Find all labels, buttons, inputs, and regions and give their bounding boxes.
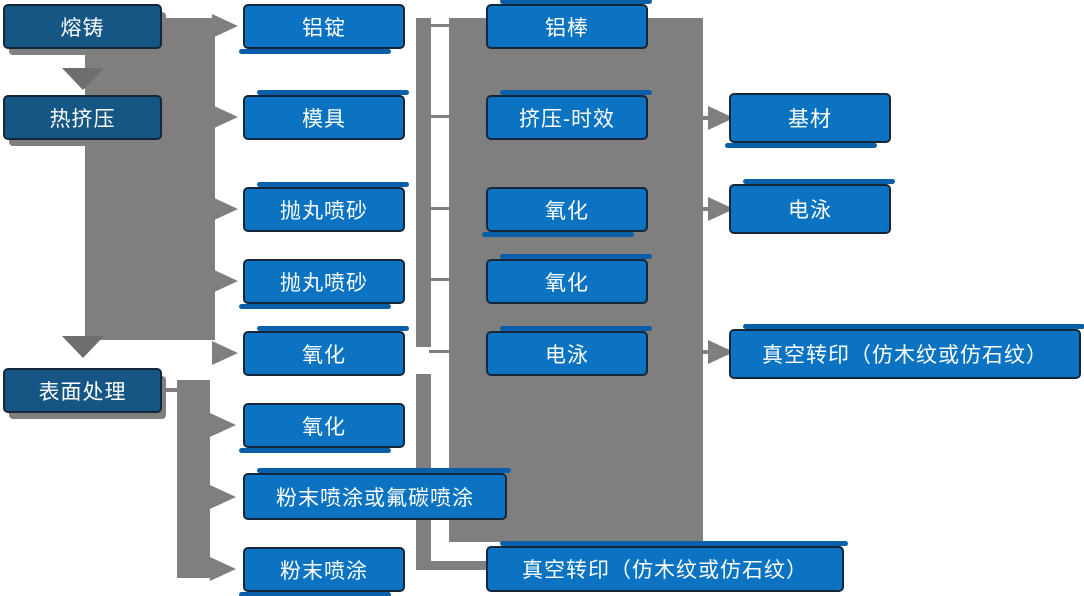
node-vacuum-transfer-right: 真空转印（仿木纹或仿石纹） [729, 324, 1084, 379]
node-oxidation-4: 氧化 [486, 254, 652, 304]
connector-tick-bottom [431, 561, 487, 570]
connector-stub [703, 116, 710, 120]
connector-tick [429, 350, 451, 353]
node-mold: 模具 [243, 90, 409, 140]
node-hot-extrusion: 热挤压 [3, 95, 162, 140]
connector-tick [429, 278, 451, 281]
node-extrusion-aging: 挤压-时效 [486, 90, 652, 140]
right-arrow-icon [210, 485, 236, 509]
right-arrow-icon [212, 14, 238, 38]
down-arrow-icon [62, 68, 104, 90]
connector-spine-melting-extrusion [85, 18, 215, 340]
node-oxidation-2: 氧化 [239, 403, 405, 453]
connector-spine-surface-treatment [177, 380, 210, 578]
right-arrow-icon [210, 413, 236, 437]
node-electrophoresis-2: 电泳 [729, 179, 895, 234]
right-arrow-icon [212, 197, 238, 221]
node-shot-blasting-1: 抛丸喷砂 [243, 182, 409, 232]
right-arrow-icon [212, 269, 238, 293]
node-melting-casting: 熔铸 [3, 4, 162, 49]
node-base-material: 基材 [725, 93, 891, 148]
node-shot-blasting-2: 抛丸喷砂 [239, 259, 405, 309]
connector-tick [429, 115, 451, 118]
node-oxidation-1: 氧化 [243, 326, 409, 376]
node-vacuum-transfer-bottom: 真空转印（仿木纹或仿石纹） [486, 541, 848, 592]
right-arrow-icon [210, 557, 236, 581]
connector-tick [429, 24, 451, 27]
node-electrophoresis-1: 电泳 [486, 326, 652, 376]
down-arrow-icon [62, 336, 104, 358]
connector-stub [703, 207, 710, 211]
connector-tick [429, 207, 451, 210]
node-aluminum-rod: 铝棒 [486, 0, 652, 49]
connector-stub-surface-treatment [162, 388, 178, 392]
right-arrow-icon [212, 105, 238, 129]
right-arrow-icon [212, 341, 238, 365]
connector-stub [703, 350, 710, 354]
node-aluminum-ingot: 铝锭 [239, 4, 405, 54]
connector-rail-upper [416, 18, 431, 347]
node-surface-treatment: 表面处理 [3, 368, 162, 413]
node-oxidation-3: 氧化 [482, 187, 648, 237]
node-powder-or-fluorocarbon: 粉末喷涂或氟碳喷涂 [243, 468, 511, 520]
node-powder-coating: 粉末喷涂 [239, 547, 405, 596]
